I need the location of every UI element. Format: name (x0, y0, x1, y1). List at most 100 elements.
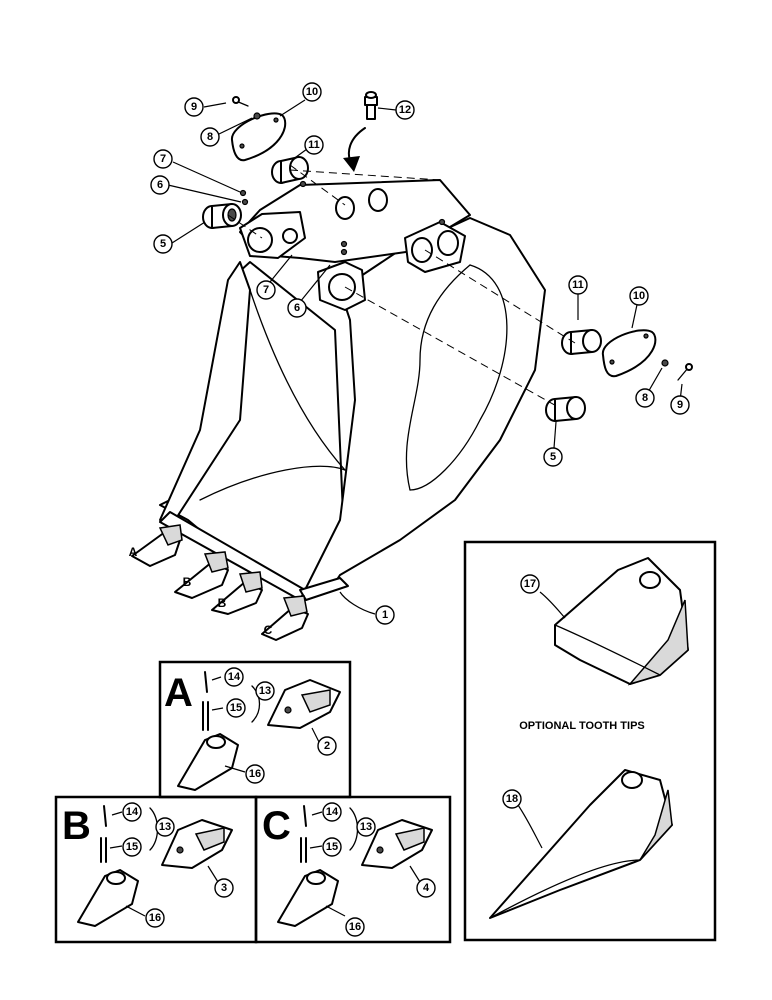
svg-text:7: 7 (160, 153, 166, 165)
svg-text:9: 9 (677, 399, 683, 411)
optional-tips-frame (463, 540, 717, 942)
tooth-label-a: A (129, 545, 138, 559)
pin-c (303, 805, 307, 827)
callout-15-a: 15 (226, 698, 246, 718)
callout-17: 17 (520, 574, 540, 594)
tooth-16-b (77, 869, 139, 927)
callout-7-bottom: 7 (256, 280, 276, 300)
bucket-back-plate (159, 261, 346, 599)
callout-4: 4 (416, 878, 436, 898)
tooth-tip-18 (489, 769, 673, 919)
bushing-left (202, 203, 242, 229)
bucket-inner-curve (409, 264, 508, 491)
inset-a-letter: A (164, 671, 193, 715)
svg-text:16: 16 (349, 921, 361, 933)
adapter-3 (161, 819, 233, 869)
tooth-16-c (277, 869, 339, 927)
svg-text:13: 13 (159, 821, 171, 833)
ball-7-top (239, 189, 247, 197)
svg-text:11: 11 (572, 279, 584, 291)
bushing-right-top (561, 329, 602, 355)
tooth-b1 (174, 551, 229, 599)
callout-7-top: 7 (153, 149, 173, 169)
svg-text:13: 13 (360, 821, 372, 833)
svg-text:17: 17 (524, 578, 536, 590)
grease-hole-center-2 (340, 240, 348, 248)
svg-text:2: 2 (324, 740, 330, 752)
left-pin-hole-2 (282, 228, 298, 244)
pin-a (204, 671, 208, 693)
callout-8-top: 8 (200, 127, 220, 147)
callout-14-a: 14 (224, 667, 244, 687)
tooth-label-b1: B (183, 575, 192, 589)
tooth-16-a (177, 733, 239, 791)
bolt-right (677, 367, 689, 381)
pin-b (103, 805, 107, 827)
svg-text:15: 15 (326, 841, 338, 853)
svg-text:16: 16 (149, 912, 161, 924)
svg-text:1: 1 (382, 609, 388, 621)
callout-15-b: 15 (122, 837, 142, 857)
arrow-head (343, 156, 360, 172)
tooth-b2 (211, 571, 263, 615)
bucket-inner-floor (199, 465, 346, 501)
callout-16-b: 16 (145, 908, 165, 928)
tooth-label-c: C (264, 623, 273, 637)
svg-text:6: 6 (294, 302, 300, 314)
inset-c-frame (254, 795, 452, 944)
callout-14-b: 14 (122, 802, 142, 822)
roll-pin-b (100, 837, 107, 863)
tooth-tip-17 (554, 557, 689, 686)
callout-16-c: 16 (345, 917, 365, 937)
washer-right (661, 359, 669, 367)
svg-text:5: 5 (160, 238, 166, 250)
svg-text:8: 8 (642, 392, 648, 404)
callout-9-right: 9 (670, 395, 690, 415)
svg-text:18: 18 (506, 793, 518, 805)
svg-text:9: 9 (191, 101, 197, 113)
cover-plate-right (601, 329, 657, 378)
svg-text:10: 10 (633, 290, 645, 302)
callout-10-right: 10 (629, 286, 649, 306)
frame-bolt (299, 180, 307, 188)
svg-text:15: 15 (230, 702, 242, 714)
callout-8-right: 8 (635, 388, 655, 408)
washer-top-left (253, 112, 261, 120)
callout-11-top: 11 (304, 135, 324, 155)
bucket-side-cutout (405, 264, 471, 491)
center-pin-hole (328, 273, 356, 301)
callout-13-b: 13 (155, 817, 175, 837)
svg-text:5: 5 (550, 451, 556, 463)
svg-text:15: 15 (126, 841, 138, 853)
upper-hole-2 (368, 188, 388, 212)
cover-plate-left (231, 112, 287, 162)
bucket-inner-back (249, 289, 346, 471)
svg-text:12: 12 (399, 104, 411, 116)
callout-6-top: 6 (150, 175, 170, 195)
callout-15-c: 15 (322, 837, 342, 857)
bucket-left-side (159, 261, 251, 521)
inset-c: C (254, 795, 452, 944)
bushing-right-bottom (545, 396, 586, 422)
tooth-label-b2: B (218, 596, 227, 610)
callout-13-a: 13 (255, 681, 275, 701)
callout-11-right: 11 (568, 275, 588, 295)
roll-pin-c (300, 837, 307, 863)
callout-9-top: 9 (184, 97, 204, 117)
callout-5-right: 5 (543, 447, 563, 467)
callout-5-left: 5 (153, 234, 173, 254)
right-pin-hole (411, 237, 433, 263)
svg-text:10: 10 (306, 86, 318, 98)
callout-16-a: 16 (245, 764, 265, 784)
svg-text:14: 14 (126, 806, 139, 818)
adapter-2 (267, 679, 341, 729)
ball-6-top (241, 198, 249, 206)
callout-6-bottom: 6 (287, 298, 307, 318)
exploded-hardware (202, 91, 693, 422)
callout-1: 1 (375, 605, 395, 625)
svg-text:13: 13 (259, 685, 271, 697)
upper-hole-1 (335, 196, 355, 220)
adapter-4 (361, 819, 433, 869)
bushing-top (271, 156, 309, 184)
